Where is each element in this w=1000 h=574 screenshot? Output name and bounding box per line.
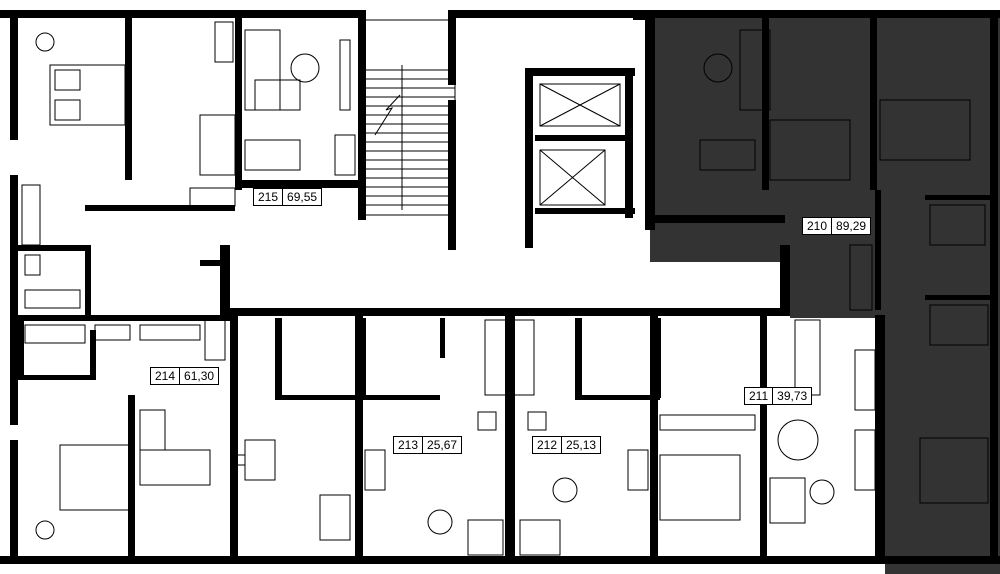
apartment-label-215[interactable]: 215 69,55: [253, 188, 323, 206]
apartment-label-214[interactable]: 214 61,30: [150, 367, 220, 385]
apartment-area: 89,29: [836, 219, 867, 233]
apartment-number: 212: [533, 437, 563, 453]
apartment-number: 211: [745, 388, 774, 404]
apartment-number: 214: [151, 368, 181, 384]
apartment-area: 25,13: [566, 438, 597, 452]
apartment-number: 213: [394, 437, 424, 453]
apartment-area: 25,67: [427, 438, 458, 452]
apartment-210-highlight[interactable]: [645, 10, 1000, 574]
apartment-label-211[interactable]: 211 39,73: [744, 387, 813, 405]
apartment-number: 210: [803, 218, 833, 234]
apartment-label-212[interactable]: 212 25,13: [532, 436, 602, 454]
furniture: [21, 21, 989, 556]
apartment-area: 39,73: [777, 389, 808, 403]
apartment-label-213[interactable]: 213 25,67: [393, 436, 463, 454]
elevator-shafts: [539, 83, 621, 206]
walls: [0, 10, 1000, 564]
apartment-area: 69,55: [287, 190, 318, 204]
apartment-label-210[interactable]: 210 89,29: [802, 217, 872, 235]
apartment-number: 215: [254, 189, 284, 205]
apartment-area: 61,30: [184, 369, 215, 383]
staircase: [364, 19, 456, 216]
